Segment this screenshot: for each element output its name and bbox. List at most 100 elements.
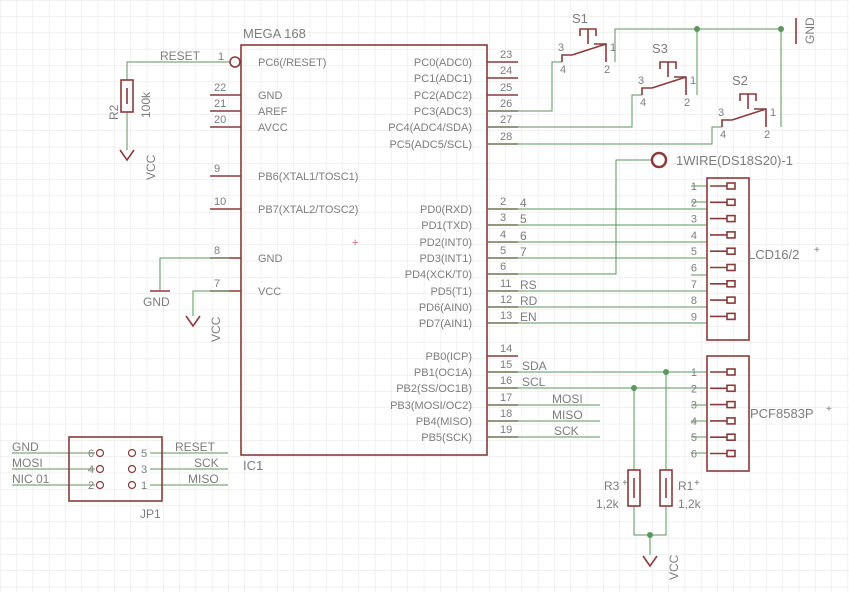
lcd-pin-number: 1 [691, 181, 697, 193]
ic1-left-pins: PC6(/RESET)22GND21AREF20AVCC9PB6(XTAL1/T… [210, 57, 358, 298]
ic-left-pin-number: 8 [214, 245, 220, 257]
ic-right-pin-name: PC3(ADC3) [414, 106, 472, 118]
ic-right-pin-number: 4 [500, 229, 506, 241]
pcf-ref: PCF8583P [750, 406, 814, 421]
ic-right-pin-name: PC1(ADC1) [414, 73, 472, 85]
ic-right-pin-name: PD7(AIN1) [419, 318, 472, 330]
wire-label: SDA [522, 359, 547, 373]
svg-text:3: 3 [638, 75, 644, 87]
ic-left-pin-number: 10 [214, 196, 226, 208]
svg-text:4: 4 [560, 64, 566, 76]
svg-text:VCC: VCC [667, 554, 681, 580]
lcd-ref: LCD16/2 [748, 247, 799, 262]
ic-left-pin-number: 9 [214, 163, 220, 175]
svg-text:1: 1 [770, 107, 776, 119]
ic-right-pin-name: PD5(T1) [430, 286, 472, 298]
wire-label: 6 [520, 229, 527, 243]
ic1-ref: IC1 [243, 458, 263, 473]
ic-right-pin-name: PC4(ADC4/SDA) [388, 122, 472, 134]
svg-text:SCK: SCK [194, 456, 219, 470]
svg-text:R3: R3 [604, 479, 620, 493]
reset-net: RESET 1 [160, 49, 224, 63]
lcd-pin-number: 9 [691, 311, 697, 323]
ic-right-pin-number: 16 [500, 375, 512, 387]
jp1-ref: JP1 [140, 507, 161, 521]
jp1-pin-number: 5 [141, 448, 147, 460]
ic-right-pin-number: 17 [500, 392, 512, 404]
resistor-r1: R1 1,2k + [659, 469, 702, 511]
onewire-label: 1WIRE(DS18S20)-1 [676, 153, 793, 168]
svg-text:RESET: RESET [175, 440, 216, 454]
ic1-origin-cross: + [352, 237, 358, 249]
jp1-pin [95, 448, 105, 458]
svg-text:R2: R2 [107, 104, 121, 120]
switch-ref: S2 [732, 73, 748, 88]
svg-text:1,2k: 1,2k [678, 497, 702, 511]
ic-right-pin-number: 24 [500, 65, 512, 77]
ic-right-pin-number: 3 [500, 212, 506, 224]
svg-text:+: + [814, 245, 820, 256]
ic-left-pin-number: 21 [214, 98, 226, 110]
resistor-r3: R3 1,2k + [596, 469, 641, 511]
jp1-pin [127, 448, 137, 458]
ic-right-pin-number: 11 [500, 278, 511, 290]
svg-text:1,2k: 1,2k [596, 497, 620, 511]
wire-label: SCL [522, 375, 546, 389]
ic-right-pin-name: PB4(MISO) [416, 416, 472, 428]
ic-right-pin-name: PC2(ADC2) [414, 90, 472, 102]
ic-left-pin-name: AREF [258, 106, 288, 118]
gnd-symbol-right: GND [795, 17, 817, 44]
svg-text:GND: GND [143, 295, 170, 309]
ic-right-pin-name: PB5(SCK) [421, 432, 472, 444]
ic-right-pin-number: 23 [500, 49, 512, 61]
pcf-pin-number: 2 [691, 383, 697, 395]
resistor-r2: R2 100k [107, 79, 153, 120]
gnd-symbol-left: GND [143, 290, 170, 309]
lcd-pin-number: 2 [691, 197, 697, 209]
ic-right-pin-number: 6 [500, 261, 506, 273]
ic-left-pin-name: VCC [258, 286, 281, 298]
pcf-pin-number: 5 [691, 432, 697, 444]
ic-left-pin-number: 7 [214, 278, 220, 290]
wire-label: 7 [520, 245, 527, 259]
wire-label: RD [520, 294, 538, 308]
ic-right-pin-number: 14 [500, 343, 512, 355]
lcd-pin-number: 4 [691, 230, 697, 242]
svg-text:100k: 100k [139, 91, 153, 118]
lcd-pin-number: 7 [691, 279, 697, 291]
ic-right-pin-number: 26 [500, 98, 512, 110]
ic-right-pin-name: PB3(MOSI/OC2) [390, 400, 472, 412]
ic-left-pin-number: 22 [214, 82, 226, 94]
ic-left-pin-name: PB7(XTAL2/TOSC2) [258, 204, 358, 216]
pcf-pin-number: 3 [691, 400, 697, 412]
ic-right-pin-number: 27 [500, 114, 512, 126]
lcd-pin-number: 6 [691, 263, 697, 275]
vcc-symbol-pullups: VCC [642, 554, 681, 580]
svg-text:NIC 01: NIC 01 [12, 472, 50, 486]
ic1-title: MEGA 168 [243, 26, 306, 41]
svg-text:R1: R1 [678, 479, 694, 493]
svg-text:4: 4 [640, 97, 646, 109]
lcd-pin-number: 5 [691, 246, 697, 258]
ic1-right-pins: 23PC0(ADC0)24PC1(ADC1)25PC2(ADC2)26PC3(A… [388, 49, 518, 444]
lcd-pin-number: 8 [691, 295, 697, 307]
svg-text:+: + [826, 404, 832, 415]
pcf-pin-number: 6 [691, 449, 697, 461]
ic-right-pin-number: 13 [500, 310, 512, 322]
svg-text:3: 3 [558, 42, 564, 54]
junction-dots [631, 26, 784, 538]
ic-left-pin-name: PB6(XTAL1/TOSC1) [258, 171, 358, 183]
ic-right-pin-name: PB0(ICP) [426, 351, 472, 363]
ic-right-pin-number: 2 [500, 196, 506, 208]
svg-text:4: 4 [720, 129, 726, 141]
ic1-body [240, 44, 488, 456]
